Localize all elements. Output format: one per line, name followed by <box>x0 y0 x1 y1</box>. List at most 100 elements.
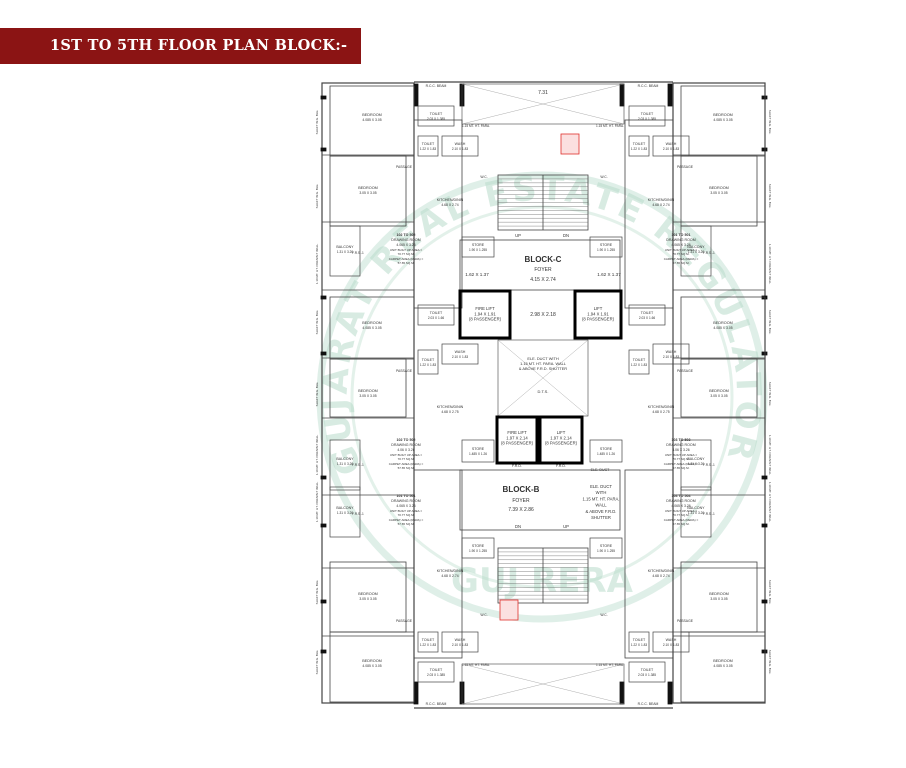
right-middle-bedroom-2-size: 3.05 X 3.05 <box>710 394 727 398</box>
left-upper-toilet-1-label: TOILET <box>430 112 443 116</box>
right-middle-wash <box>652 343 690 365</box>
left-lower-passage-label: PASSAGE <box>396 619 413 623</box>
column-6 <box>619 681 625 705</box>
lift-c-label: (8 PASSENGER) <box>582 317 615 322</box>
right-lower-passage-label: PASSAGE <box>677 619 694 623</box>
left-lower-drawing-size: 4.065 X 3.26 <box>396 504 415 508</box>
frd-label-left: F.R.D. <box>512 464 522 468</box>
wc-label-bottom-left: W.C. <box>480 613 487 617</box>
store-b-left <box>461 439 495 463</box>
top-cutout-diag2 <box>461 83 625 125</box>
left-lower-bedroom-2 <box>329 561 407 633</box>
right-middle-bedroom-2 <box>680 358 758 418</box>
left-middle-toilet <box>417 304 455 326</box>
right-upper-toilet-2-size: 1.22 X 1.83 <box>631 147 648 151</box>
left-lower-toilet-1 <box>417 661 455 683</box>
wc-label-top-left: W.C. <box>480 175 487 179</box>
left-lower-bedroom-2-size: 3.05 X 3.05 <box>359 597 376 601</box>
right-upper-toilet-1-size: 2.03 X 1.385 <box>638 117 656 121</box>
left-middle-drawing-size: 4.06 X 3.26 <box>397 448 414 452</box>
left-upper-kitchen-label: KITCHEN/DININ <box>437 198 464 202</box>
parapet-label-bottom-left: 1.15 MT. HT. PARA. <box>462 663 490 667</box>
left-middle-grill-1: SHAFT W.G. BLE. <box>315 310 319 335</box>
side-column-12 <box>761 475 768 480</box>
block-b-foyer-size: 7.39 X 2.86 <box>508 507 534 513</box>
fire-lift-c-label: 1.94 X 1.91 <box>474 311 496 316</box>
store-c-left <box>461 236 495 258</box>
column-4 <box>413 681 419 705</box>
right-lower-grill-2: SHAFT W.G. BLE. <box>768 580 772 605</box>
lift-b <box>538 415 584 465</box>
right-middle-bedroom-label: BEDROOM <box>713 321 733 325</box>
left-middle-builtup-value: 70.77 SQ.M. <box>398 457 415 461</box>
left-lower-frs-label: F.R.S.-1 <box>352 512 364 516</box>
right-upper-bedroom-1-size: 4.085 X 3.05 <box>713 118 732 122</box>
stair-dn-label-c: DN <box>563 233 569 238</box>
right-middle-balcony-size: 1.31 X 3.26 <box>688 462 705 466</box>
left-lower-toilet-2-size: 1.22 X 1.83 <box>420 643 437 647</box>
ele-duct-b-detail: 1.15 MT. HT. PARA. <box>583 496 620 501</box>
left-middle-bedroom-size: 4.085 X 3.05 <box>362 326 381 330</box>
right-upper-core-outline <box>624 119 674 309</box>
lift-b-label: LIFT <box>557 430 566 435</box>
right-lower-carpet-label: CARPET AREA (RERA) = <box>664 518 699 522</box>
stair-up-label-c: UP <box>515 233 521 238</box>
right-lower-builtup-label: UNIT BUILT UP AREA = <box>665 509 697 513</box>
left-middle-bedroom-2-size: 3.05 X 3.05 <box>359 394 376 398</box>
side-column-3 <box>320 351 327 356</box>
left-upper-bedroom-1-label: BEDROOM <box>362 113 382 117</box>
left-upper-grill-1: SHAFT W.G. BLE. <box>315 110 319 135</box>
right-middle-wash-size: 2.10 X 1.83 <box>663 355 680 359</box>
left-upper-wash-size: 2.10 X 1.83 <box>452 147 469 151</box>
left-upper-drawing-label: DRAWING ROOM <box>391 238 420 242</box>
right-upper-balcony-size: 1.31 X 3.26 <box>688 250 705 254</box>
ele-duct-label: ELE. DUCT WITH <box>527 356 558 361</box>
right-middle-balcony-label: BALCONY <box>687 457 705 461</box>
side-column-6 <box>320 599 327 604</box>
left-lower-bedroom-2-label: BEDROOM <box>358 592 378 596</box>
right-upper-balcony-label: BALCONY <box>687 245 705 249</box>
lift-c-label: 1.94 X 1.91 <box>587 311 609 316</box>
right-upper-bedroom-2-size: 3.05 X 3.05 <box>710 191 727 195</box>
right-lower-wash-size: 2.10 X 1.83 <box>663 643 680 647</box>
column-7 <box>667 681 673 705</box>
side-column-2 <box>320 295 327 300</box>
right-upper-bedroom-1-label: BEDROOM <box>713 113 733 117</box>
store-c-left-label: STORE <box>472 243 485 247</box>
right-lower-bedroom-2-label: BEDROOM <box>709 592 729 596</box>
side-column-1 <box>320 147 327 152</box>
right-lower-toilet-1 <box>628 661 666 683</box>
side-column-4 <box>320 475 327 480</box>
right-lower-toilet-1-label: TOILET <box>641 668 654 672</box>
parapet-label-top-right: 1.15 MT. HT. PARA. <box>596 124 624 128</box>
right-upper-builtup-label: UNIT BUILT UP AREA = <box>665 248 697 252</box>
left-middle-builtup-label: UNIT BUILT UP AREA = <box>390 453 422 457</box>
fire-lift-c-label: FIRE LIFT <box>475 306 495 311</box>
left-middle-carpet-label: CARPET AREA (RERA) = <box>389 462 424 466</box>
column-2 <box>619 83 625 107</box>
store-b-right-size: 1.485 X 1.26 <box>597 452 615 456</box>
left-middle-railing: 1.10 MT. HT. PARAPET WALL <box>315 435 319 476</box>
right-upper-passage-label: PASSAGE <box>677 165 694 169</box>
fire-hose-cabinet-bottom <box>499 599 519 621</box>
lift-c-label: LIFT <box>594 306 603 311</box>
ele-duct-label: 1.15 MT. HT. PARA. WALL <box>520 361 567 366</box>
right-upper-carpet-label: CARPET AREA (RERA) = <box>664 257 699 261</box>
left-lower-core-outline <box>413 469 463 659</box>
right-lower-toilet-2-label: TOILET <box>633 638 646 642</box>
side-column-13 <box>761 523 768 528</box>
left-middle-kitchen-label: KITCHEN/DININ <box>437 405 464 409</box>
left-upper-kitchen-size: 4.68 X 2.74 <box>441 203 458 207</box>
store-b2-left <box>461 537 495 559</box>
store-c-right-label: STORE <box>600 243 613 247</box>
ele-duct-b-detail: SHUTTER <box>591 515 611 520</box>
right-lower-frs-label: F.R.S.-1 <box>703 512 715 516</box>
block-b-foyer-label: FOYER <box>512 498 530 504</box>
left-upper-drawing-size: 4.065 X 3.26 <box>396 243 415 247</box>
right-middle-balcony <box>680 439 712 491</box>
left-upper-toilet-2-size: 1.22 X 1.83 <box>420 147 437 151</box>
right-lower-toilet-2 <box>628 631 650 653</box>
fire-lift-c-label: (8 PASSENGER) <box>469 317 502 322</box>
left-wing-outline <box>321 82 415 704</box>
left-upper-toilet-1 <box>417 105 455 127</box>
